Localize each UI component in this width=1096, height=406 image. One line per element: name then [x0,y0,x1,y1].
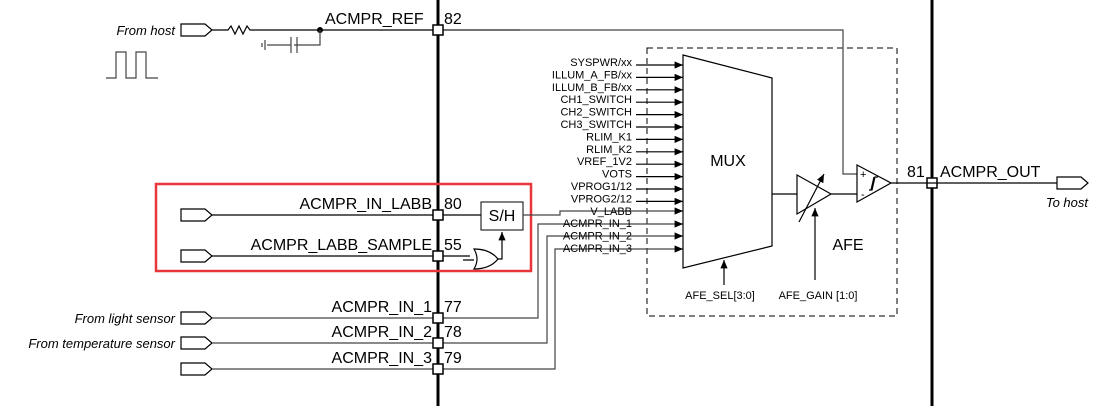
afe-box [646,47,898,317]
mux-input-label: VPROG1/12 [571,181,632,193]
mux-input-label: RLIM_K2 [586,144,632,156]
comparator [856,164,893,204]
from-host-connector [180,23,213,37]
pin-labb-sample-name: ACMPR_LABB_SAMPLE [251,237,432,254]
svg-text:-: - [861,189,865,201]
mux-input-label: V_LABB [590,206,632,218]
hysteresis-icon [869,176,878,191]
in-3-connector [180,362,213,376]
light-sensor-label: From light sensor [75,311,176,326]
mux-input-label: CH1_SWITCH [560,94,632,106]
sample-hold-label: S/H [489,208,516,225]
in-labb-connector [180,208,213,222]
pin-ref-num: 82 [444,11,462,28]
in-1-connector [180,311,213,325]
mux-input-label: SYSPWR/xx [570,57,632,69]
temp-sensor-label: From temperature sensor [28,336,175,351]
pin-in-labb-name: ACMPR_IN_LABB [300,196,433,213]
pin-in-2-name: ACMPR_IN_2 [332,324,433,341]
pin-in-2-num: 78 [444,324,462,341]
pin-out-num: 81 [907,164,925,181]
mux-input-label: VREF_1V2 [577,156,632,168]
mux-input-label: ACMPR_IN_1 [563,218,632,230]
pin-in-1-name: ACMPR_IN_1 [332,299,433,316]
mux-input-label: ILLUM_A_FB/xx [552,69,633,81]
sample-hold-block [480,201,524,231]
mux-inputs: SYSPWR/xxILLUM_A_FB/xxILLUM_B_FB/xxCH1_S… [552,57,683,255]
pin-ref-name: ACMPR_REF [325,11,424,28]
in-2-connector [180,336,213,350]
mux-input-label: RLIM_K1 [586,131,632,143]
afe-sel-label: AFE_SEL[3:0] [685,290,755,302]
pin-in-labb-num: 80 [444,196,462,213]
mux-input-label: VPROG2/12 [571,193,632,205]
pulse-icon [106,51,158,79]
pin-in-1-num: 77 [444,299,462,316]
or-gate [472,248,499,270]
pin-in-3-num: 79 [444,350,462,367]
capacitor-ground [261,30,321,53]
mux-input-label: ILLUM_B_FB/xx [552,82,633,94]
mux-label: MUX [710,153,746,170]
to-host-label: To host [1046,195,1090,210]
pin-in-3-name: ACMPR_IN_3 [332,350,433,367]
gain-amplifier [796,173,833,216]
from-host-label: From host [116,23,176,38]
mux-input-label: CH3_SWITCH [560,119,632,131]
mux-input-label: VOTS [602,169,632,181]
pin-out-name: ACMPR_OUT [940,164,1041,181]
labb-sample-connector [180,249,213,263]
ref-wire [438,29,857,175]
mux-input-label: CH2_SWITCH [560,107,632,119]
svg-text:+: + [860,169,866,181]
mux-input-label: ACMPR_IN_3 [563,243,632,255]
afe-gain-label: AFE_GAIN [1:0] [779,290,858,302]
pin-labb-sample-num: 55 [444,237,462,254]
mux-block [682,54,773,269]
to-host-connector [1056,176,1089,190]
mux-input-label: ACMPR_IN_2 [563,231,632,243]
afe-label: AFE [832,237,863,254]
highlight-box [154,182,533,273]
resistor [212,24,520,36]
